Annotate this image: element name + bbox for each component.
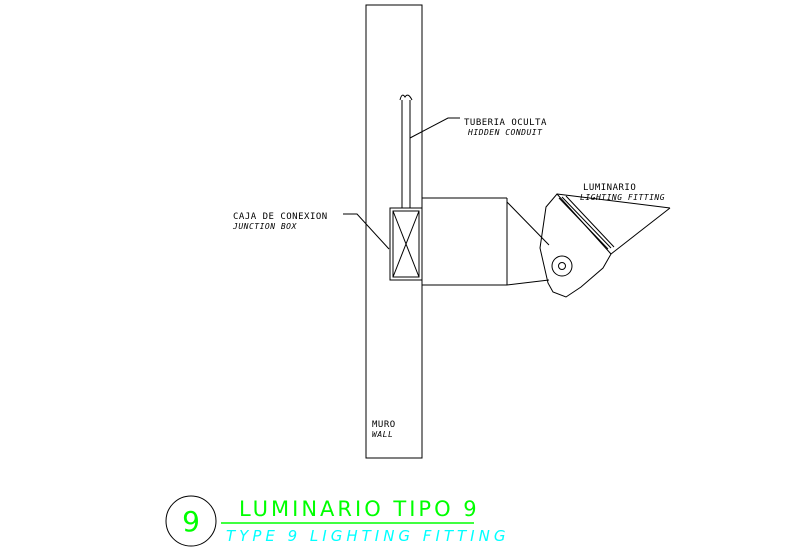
title-block: 9 LUMINARIO TIPO 9 TYPE 9 LIGHTING FITTI… [165, 495, 509, 547]
junction-box [389, 207, 423, 281]
detail-number: 9 [182, 505, 200, 538]
conduit-leader [409, 117, 460, 139]
junction-leader [343, 213, 390, 250]
wall [365, 4, 423, 459]
junction-label-es: CAJA DE CONEXION [233, 212, 328, 222]
fitting-label-en: LIGHTING FITTING [580, 193, 665, 202]
hidden-conduit [399, 94, 413, 208]
junction-label-en: JUNCTION BOX [232, 222, 297, 231]
title-main: LUMINARIO TIPO 9 [239, 497, 480, 521]
leaders [343, 117, 460, 250]
fitting-label-es: LUMINARIO [583, 183, 636, 193]
detail-number-circle [165, 495, 217, 547]
wall-label-en: WALL [372, 430, 393, 439]
luminaire-head [539, 193, 671, 298]
wall-label-es: MURO [372, 420, 396, 430]
conduit-label-en: HIDDEN CONDUIT [467, 128, 543, 137]
title-sub: TYPE 9 LIGHTING FITTING [226, 527, 509, 545]
fixture-arm [422, 197, 550, 286]
conduit-label-es: TUBERIA OCULTA [464, 118, 547, 128]
